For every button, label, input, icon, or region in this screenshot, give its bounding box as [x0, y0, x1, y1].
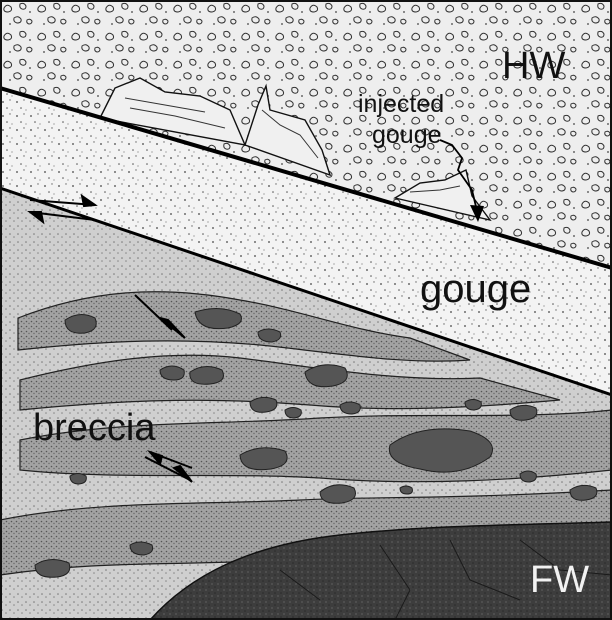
clast: [400, 486, 412, 494]
label-hanging-wall: HW: [502, 45, 565, 87]
clast: [190, 366, 224, 384]
clast: [520, 471, 536, 482]
clast: [570, 485, 597, 500]
label-footwall: FW: [530, 559, 589, 601]
clast: [35, 559, 70, 577]
clast: [285, 408, 301, 419]
label-gouge: gouge: [420, 267, 531, 311]
clast: [70, 474, 86, 485]
label-injected-gouge-line2: gouge: [372, 121, 442, 149]
clast: [65, 314, 96, 333]
clast: [510, 405, 537, 420]
clast: [305, 365, 347, 387]
clast: [250, 397, 277, 412]
clast: [160, 366, 184, 380]
clast: [130, 542, 153, 555]
clast: [258, 329, 281, 342]
clast: [465, 400, 481, 411]
label-injected-gouge-line1: injected: [358, 90, 444, 118]
label-breccia: breccia: [33, 407, 156, 449]
clast: [240, 448, 287, 470]
clast: [340, 402, 360, 414]
